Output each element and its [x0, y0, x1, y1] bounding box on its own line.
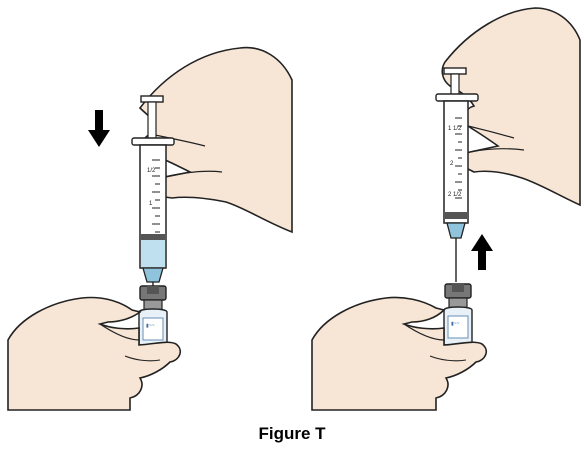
- needle-hub-right: [446, 222, 466, 239]
- syringe-scale-left: [152, 159, 160, 233]
- syringe-scale-label: 1/2: [147, 168, 156, 174]
- svg-text:▮~~: ▮~~: [146, 323, 155, 329]
- syringe-scale-right: [455, 117, 462, 199]
- arrow-up-icon: [471, 234, 493, 270]
- figure-caption: Figure T: [258, 424, 326, 443]
- syringe-flange-left: [131, 137, 175, 146]
- lower-hand-left: [7, 296, 182, 411]
- vial-label-right: [447, 315, 469, 339]
- syringe-scale-label: 2 1/2: [448, 192, 462, 198]
- plunger-thumb-rest-right: [443, 67, 467, 75]
- syringe-stopper-left: [141, 234, 165, 240]
- syringe-flange-right: [435, 93, 479, 102]
- plunger-rod-left: [147, 101, 157, 141]
- svg-text:▮~~: ▮~~: [451, 321, 460, 327]
- plunger-thumb-rest-left: [140, 95, 164, 103]
- arrow-down-icon: [88, 110, 110, 147]
- left-panel: 1/2 1 ▮~~: [7, 46, 293, 411]
- syringe-barrel-right: [443, 100, 469, 224]
- plunger-rod-right: [450, 73, 460, 97]
- vial-label-left: [142, 317, 164, 341]
- right-panel: 1 1/2 2 2 1/2 ▮~~: [311, 7, 581, 411]
- lower-hand-right: [311, 296, 488, 411]
- needle-hub-left: [142, 267, 164, 283]
- syringe-scale-label: 2: [450, 161, 454, 167]
- syringe-liquid-left: [141, 238, 165, 267]
- syringe-stopper-right: [445, 212, 467, 219]
- syringe-scale-label: 1: [149, 201, 153, 207]
- syringe-scale-label: 1 1/2: [448, 126, 462, 132]
